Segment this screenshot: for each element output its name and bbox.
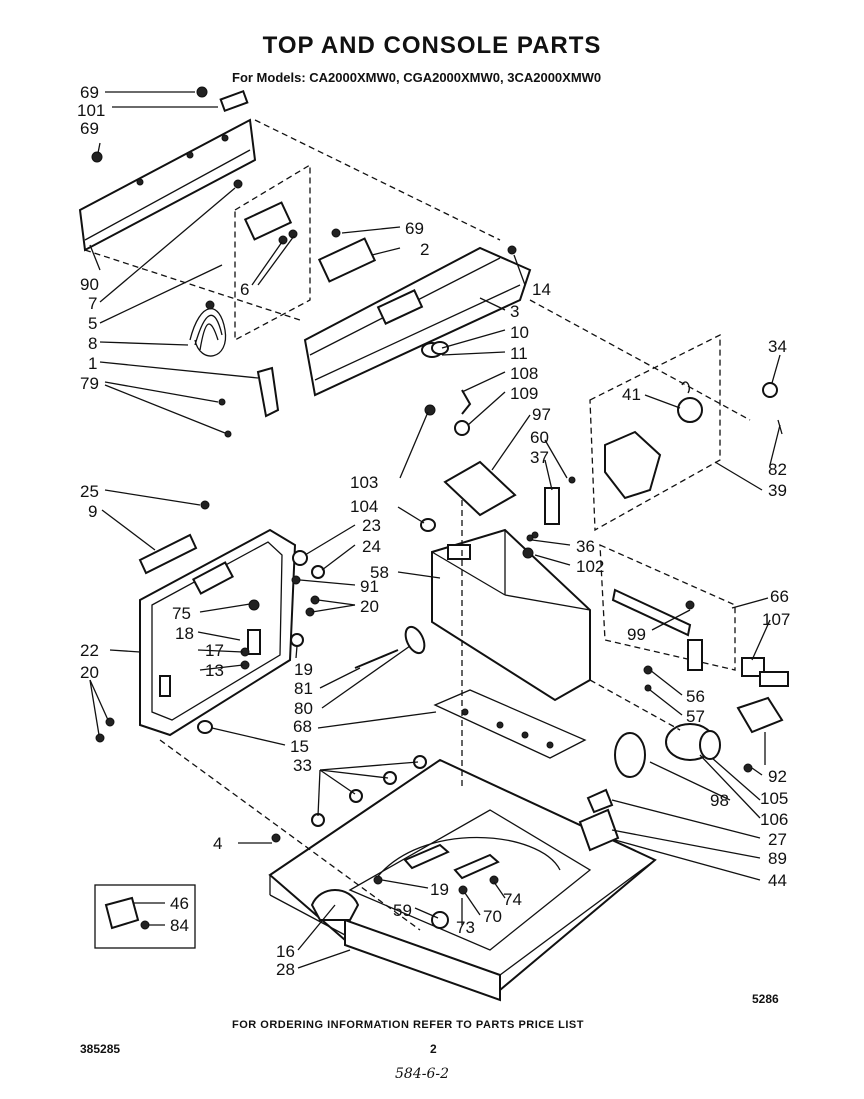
callout-10: 10 <box>510 323 529 342</box>
callout-92: 92 <box>768 767 787 786</box>
callout-59: 59 <box>393 901 412 920</box>
callout-84: 84 <box>170 916 189 935</box>
callout-20: 20 <box>360 597 379 616</box>
top-panel-part <box>268 758 657 1002</box>
callout-6: 6 <box>240 280 249 299</box>
rear-panel-part <box>78 118 257 252</box>
ordering-note: FOR ORDERING INFORMATION REFER TO PARTS … <box>232 1019 584 1031</box>
page-title: TOP AND CONSOLE PARTS <box>262 32 602 59</box>
callout-15: 15 <box>290 737 309 756</box>
callout-97: 97 <box>532 405 551 424</box>
callout-68: 68 <box>293 717 312 736</box>
callout-44: 44 <box>768 871 787 890</box>
knob-part <box>421 341 449 358</box>
callout-106: 106 <box>760 810 788 829</box>
callout-3: 3 <box>510 302 519 321</box>
callout-28: 28 <box>276 960 295 979</box>
callout-13: 13 <box>205 661 224 680</box>
callout-104: 104 <box>350 497 378 516</box>
callout-107: 107 <box>762 610 790 629</box>
callout-25: 25 <box>80 482 99 501</box>
callout-11: 11 <box>510 344 528 363</box>
callout-108: 108 <box>510 364 538 383</box>
callout-24: 24 <box>362 537 381 556</box>
callout-17: 17 <box>205 641 224 660</box>
end-cap-part <box>256 366 280 418</box>
callout-36: 36 <box>576 537 595 556</box>
wire-harness-part <box>189 300 227 357</box>
callout-19: 19 <box>430 880 449 899</box>
figure-code: 5286 <box>752 992 779 1006</box>
callout-69: 69 <box>80 83 99 102</box>
callout-109: 109 <box>510 384 538 403</box>
callout-74: 74 <box>503 890 522 909</box>
handwritten-note: 584-6-2 <box>395 1066 449 1082</box>
screws-top-left <box>91 86 249 189</box>
callout-98: 98 <box>710 791 729 810</box>
console-part <box>303 245 532 397</box>
callout-33: 33 <box>293 756 312 775</box>
console-frame-part <box>354 528 591 702</box>
callout-70: 70 <box>483 907 502 926</box>
switch-bracket-part <box>243 201 377 283</box>
callout-82: 82 <box>768 460 787 479</box>
panel-hardware <box>95 550 325 743</box>
callout-73: 73 <box>456 918 475 937</box>
callout-69: 69 <box>405 219 424 238</box>
callout-37: 37 <box>530 448 549 467</box>
inset-box <box>94 884 196 949</box>
document-number: 385285 <box>80 1042 121 1056</box>
callout-69: 69 <box>80 119 99 138</box>
callout-57: 57 <box>686 707 705 726</box>
switch-part-9 <box>138 500 210 575</box>
page-number: 2 <box>430 1042 437 1056</box>
callout-4: 4 <box>213 834 222 853</box>
callout-91: 91 <box>360 577 379 596</box>
callout-39: 39 <box>768 481 787 500</box>
models-subtitle: For Models: CA2000XMW0, CGA2000XMW0, 3CA… <box>232 70 602 85</box>
callout-9: 9 <box>88 502 97 521</box>
callout-102: 102 <box>576 557 604 576</box>
callout-79: 79 <box>80 374 99 393</box>
callout-90: 90 <box>80 275 99 294</box>
inset-parts <box>104 896 150 930</box>
callout-22: 22 <box>80 641 99 660</box>
callout-23: 23 <box>362 516 381 535</box>
callout-2: 2 <box>420 240 429 259</box>
callout-80: 80 <box>294 699 313 718</box>
callout-81: 81 <box>294 679 313 698</box>
callout-58: 58 <box>370 563 389 582</box>
callout-103: 103 <box>350 473 378 492</box>
pressure-switch-part <box>604 381 783 500</box>
callout-101: 101 <box>77 101 105 120</box>
callout-18: 18 <box>175 624 194 643</box>
water-valve-part <box>611 588 789 734</box>
callout-19: 19 <box>294 660 313 679</box>
callout-27: 27 <box>768 830 787 849</box>
callout-41: 41 <box>622 385 641 404</box>
callout-8: 8 <box>88 334 97 353</box>
strip-part-68 <box>433 689 587 759</box>
callout-60: 60 <box>530 428 549 447</box>
callout-7: 7 <box>88 294 97 313</box>
timer-switch-part <box>420 389 576 539</box>
motor-part <box>614 723 753 778</box>
callout-5: 5 <box>88 314 97 333</box>
callout-20: 20 <box>80 663 99 682</box>
callout-46: 46 <box>170 894 189 913</box>
callout-1: 1 <box>88 354 97 373</box>
callout-105: 105 <box>760 789 788 808</box>
callout-14: 14 <box>532 280 551 299</box>
callout-56: 56 <box>686 687 705 706</box>
control-panel-part <box>139 528 297 737</box>
callout-89: 89 <box>768 849 787 868</box>
callout-16: 16 <box>276 942 295 961</box>
callout-75: 75 <box>172 604 191 623</box>
callout-34: 34 <box>768 337 787 356</box>
callout-99: 99 <box>627 625 646 644</box>
leader-lines <box>89 91 781 969</box>
callout-66: 66 <box>770 587 789 606</box>
lid-switch-part <box>578 788 620 852</box>
